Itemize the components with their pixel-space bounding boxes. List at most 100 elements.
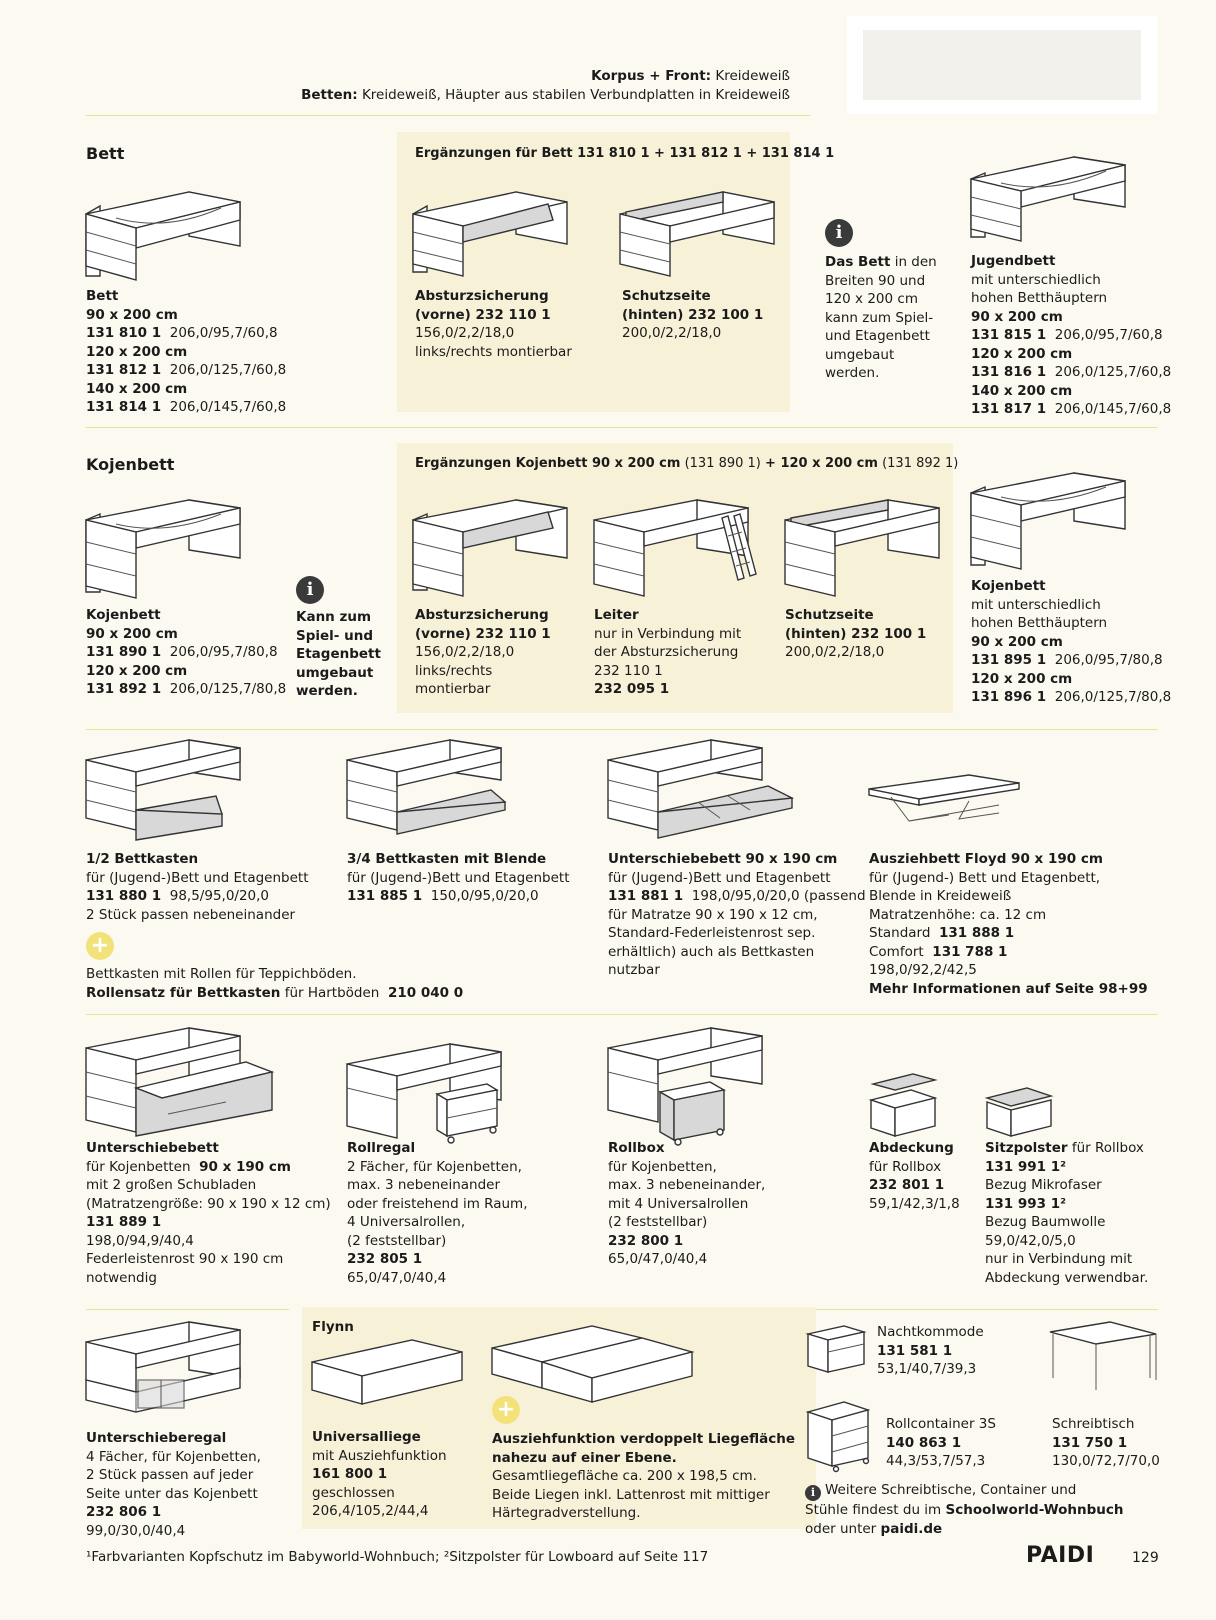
dimensions: 44,3/53,7/57,3	[886, 1453, 986, 1469]
article-number: 131 991 1²	[985, 1158, 1067, 1175]
more-info-link[interactable]: Mehr Informationen auf Seite 98+99	[869, 980, 1148, 997]
product-name: Ausziehbett Floyd 90 x 190 cm	[869, 851, 1103, 867]
dimensions: 198,0/95,0/20,0 (passend	[691, 888, 866, 904]
product-name: Schreibtisch	[1052, 1416, 1135, 1432]
color-swatch-frame	[847, 16, 1157, 114]
unterschiebebett-illustration	[607, 739, 794, 839]
bett-ext-title: Ergänzungen für Bett 131 810 1 + 131 812…	[415, 146, 835, 161]
info-icon: i	[805, 1485, 821, 1501]
description: Beide Liegen inkl. Lattenrost mit mittig…	[492, 1486, 770, 1503]
product-name: Jugendbett	[971, 253, 1056, 269]
dimensions: 156,0/2,2/18,0	[415, 644, 515, 660]
dimensions: 65,0/47,0/40,4	[347, 1269, 447, 1286]
article-number: 140 863 1	[886, 1434, 962, 1451]
catalog-link[interactable]: Schoolworld-Wohnbuch	[945, 1502, 1124, 1518]
description: mit unterschiedlich	[971, 596, 1101, 613]
kojen-schutz-text: Schutzseite (hinten) 232 100 1 200,0/2,2…	[785, 606, 926, 662]
halber-bettkasten-text: 1/2 Bettkasten für (Jugend-)Bett und Eta…	[86, 850, 309, 924]
section-title-kojenbett: Kojenbett	[86, 455, 175, 474]
info-bold: Das Bett	[825, 254, 891, 270]
info-text: Breiten 90 und	[825, 272, 926, 289]
bett-main-text: Bett 90 x 200 cm 131 810 1 206,0/95,7/60…	[86, 287, 286, 417]
article-number: (hinten) 232 100 1	[622, 306, 764, 323]
product-name: Unterschiebebett	[86, 1140, 219, 1156]
abdeckung-illustration	[868, 1073, 938, 1137]
product-name: Schutzseite	[785, 607, 874, 623]
dimensions: 206,4/105,2/44,4	[312, 1503, 429, 1519]
article-number: 232 801 1	[869, 1177, 945, 1193]
article-number: 131 889 1	[86, 1214, 162, 1230]
kojenbett-illustration	[85, 499, 241, 599]
description: (2 feststellbar)	[347, 1232, 447, 1249]
universalliege-text: Universalliege mit Ausziehfunktion 161 8…	[312, 1428, 447, 1521]
product-name: Rollcontainer 3S	[886, 1416, 996, 1432]
bett-illustration	[85, 191, 241, 281]
note: Abdeckung verwendbar.	[985, 1269, 1149, 1286]
schreibtisch-illustration	[1049, 1321, 1157, 1390]
leiter-illustration	[593, 499, 757, 597]
note: nur in Verbindung mit	[985, 1251, 1133, 1267]
dimensions: 59,0/42,0/5,0	[985, 1232, 1076, 1249]
header-label-1: Korpus + Front:	[591, 68, 712, 84]
article-number: 131 750 1	[1052, 1434, 1128, 1451]
note: links/rechts	[415, 662, 493, 679]
size-label: 90 x 200 cm	[86, 306, 178, 323]
page-number: 129	[1132, 1550, 1159, 1566]
dimensions: 53,1/40,7/39,3	[877, 1361, 977, 1377]
dimensions: 150,0/95,0/20,0	[430, 888, 539, 904]
schutzseite-illustration	[619, 191, 775, 277]
kojenbett-hoch-text: Kojenbett mit unterschiedlich hohen Bett…	[971, 577, 1171, 707]
info-text: Kann zum	[296, 609, 372, 625]
size-label: 90 x 200 cm	[971, 308, 1063, 325]
paidi-logo: PAIDI	[1026, 1543, 1095, 1568]
halber-bettkasten-illustration	[85, 739, 241, 841]
footnote: ¹Farbvarianten Kopfschutz im Babyworld-W…	[86, 1549, 709, 1565]
description: für (Jugend-)Bett und Etagenbett	[347, 869, 570, 886]
description: (Matratzengröße: 90 x 190 x 12 cm)	[86, 1195, 331, 1212]
size-label: 140 x 200 cm	[971, 382, 1073, 399]
dimensions: 98,5/95,0/20,0	[169, 888, 270, 904]
info-text: umgebaut	[296, 664, 374, 681]
info-icon: i	[825, 219, 853, 247]
description: hohen Betthäuptern	[971, 615, 1108, 631]
description: Härtegradverstellung.	[492, 1505, 641, 1521]
description: für Kojenbetten,	[608, 1158, 717, 1175]
nachtkommode-text: Nachtkommode 131 581 1 53,1/40,7/39,3	[877, 1323, 984, 1379]
unterschieberegal-text: Unterschieberegal 4 Fächer, für Kojenbet…	[86, 1429, 261, 1540]
description: mit unterschiedlich	[971, 271, 1101, 288]
info-text: Spiel- und	[296, 627, 373, 644]
website-link[interactable]: paidi.de	[880, 1520, 943, 1537]
absturzsicherung-illustration	[412, 191, 568, 277]
product-name: Unterschiebebett 90 x 190 cm	[608, 851, 838, 867]
product-name: Leiter	[594, 607, 639, 623]
rollcontainer-text: Rollcontainer 3S 140 863 1 44,3/53,7/57,…	[886, 1415, 996, 1471]
rollcontainer-illustration	[805, 1401, 871, 1473]
dimensions: 206,0/95,7/60,8	[1054, 327, 1163, 343]
product-name: 1/2 Bettkasten	[86, 851, 199, 867]
divider	[86, 1014, 1158, 1015]
article-number: 131 888 1	[939, 925, 1015, 941]
article-number: 131 815 1	[971, 327, 1047, 343]
description: für (Jugend-)Bett und Etagenbett	[608, 869, 831, 886]
note: Federleistenrost 90 x 190 cm	[86, 1251, 284, 1267]
rollensatz-note: Bettkasten mit Rollen für Teppichböden. …	[86, 965, 463, 1002]
description: 4 Universalrollen,	[347, 1214, 466, 1230]
feature-title: nahezu auf einer Ebene.	[492, 1449, 677, 1466]
ext-title-part: Ergänzungen Kojenbett 90 x 200 cm	[415, 456, 681, 471]
description: der Absturzsicherung	[594, 644, 739, 660]
kojenbett-main-text: Kojenbett 90 x 200 cm 131 890 1 206,0/95…	[86, 606, 286, 699]
info-text: umgebaut	[825, 346, 895, 363]
dimensions: 99,0/30,0/40,4	[86, 1522, 186, 1539]
size-label: 120 x 200 cm	[86, 343, 188, 360]
description: erhältlich) auch als Bettkasten	[608, 943, 815, 960]
divider	[86, 729, 1158, 730]
flynn-title: Flynn	[312, 1319, 354, 1335]
product-name: Schutzseite	[622, 288, 711, 304]
description: Gesamtliegefläche ca. 200 x 198,5 cm.	[492, 1468, 757, 1484]
variant-label: Comfort	[869, 943, 924, 960]
product-name: Kojenbett	[971, 578, 1046, 594]
dimensions: 156,0/2,2/18,0	[415, 325, 515, 341]
description: für (Jugend-) Bett und Etagenbett,	[869, 869, 1101, 886]
info-text: werden.	[825, 365, 880, 381]
dreiviertel-bettkasten-illustration	[346, 739, 507, 835]
